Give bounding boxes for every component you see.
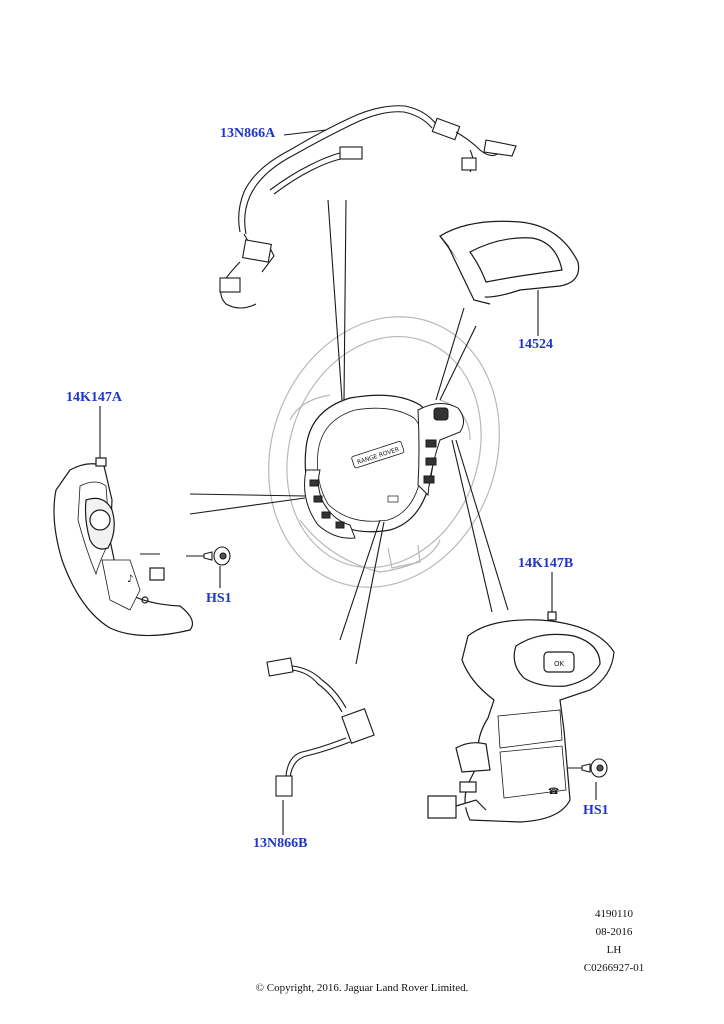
- callout-14524[interactable]: 14524: [518, 337, 553, 352]
- callout-13n866b[interactable]: 13N866B: [253, 836, 308, 851]
- svg-text:☎: ☎: [548, 787, 559, 797]
- callout-hs1-left[interactable]: HS1: [206, 591, 232, 606]
- copyright-notice: © Copyright, 2016. Jaguar Land Rover Lim…: [255, 982, 469, 994]
- catalog-code: C0266927-01: [583, 962, 645, 974]
- callout-14k147a[interactable]: 14K147A: [66, 390, 122, 405]
- svg-text:♪: ♪: [127, 574, 133, 585]
- mounted-switch-left: [304, 469, 356, 539]
- steering-wheel-outline: [268, 316, 500, 588]
- upper-harness-drawing: [219, 105, 517, 309]
- drawing-date: 08-2016: [595, 926, 633, 938]
- drawing-number: 4190110: [594, 908, 634, 920]
- callout-13n866a[interactable]: 13N866A: [220, 126, 276, 141]
- screw-left-drawing: [203, 546, 231, 566]
- left-switch-drawing: ♪: [53, 457, 193, 637]
- leader-lines: [99, 129, 597, 835]
- lower-harness-drawing: [266, 657, 375, 797]
- mounted-switch-right: [417, 403, 464, 497]
- callout-hs1-right[interactable]: HS1: [583, 803, 609, 818]
- callout-14k147b[interactable]: 14K147B: [518, 556, 574, 571]
- screw-right-drawing: [581, 758, 608, 778]
- svg-text:OK: OK: [554, 660, 565, 668]
- right-switch-drawing: OK ☎: [427, 611, 615, 823]
- airbag-module: RANGE ROVER: [304, 394, 435, 533]
- cover-drawing: [439, 220, 580, 305]
- drive-side: LH: [606, 944, 622, 956]
